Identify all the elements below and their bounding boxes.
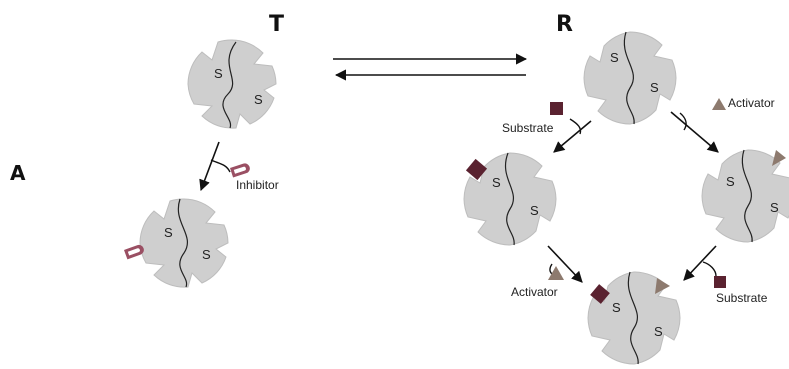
subunit-label: S xyxy=(530,203,539,218)
enzyme-r-activator: S S xyxy=(701,149,789,243)
bound-substrate xyxy=(465,158,488,181)
panel-label: A xyxy=(10,161,26,185)
enzyme-r-state: S S xyxy=(583,31,677,125)
activator-binding-arrow xyxy=(670,111,719,153)
bound-activator xyxy=(655,278,670,294)
inhibitor-label: Inhibitor xyxy=(236,178,279,192)
subunit-label: S xyxy=(610,50,619,65)
activator-label: Activator xyxy=(511,285,558,299)
substrate-label: Substrate xyxy=(502,121,554,135)
activator-ligand xyxy=(712,98,726,110)
substrate-binding-arrow-2 xyxy=(683,245,717,281)
enzyme-r-substrate-activator: S S xyxy=(587,271,681,365)
subunit-label: S xyxy=(726,174,735,189)
substrate-ligand xyxy=(714,276,726,288)
substrate-ligand xyxy=(550,102,563,115)
bound-activator xyxy=(772,150,786,166)
inhibitor-ligand xyxy=(230,163,250,178)
substrate-binding-arrow xyxy=(553,118,592,153)
substrate-label: Substrate xyxy=(716,291,768,305)
enzyme-inhibited: S S xyxy=(139,198,229,288)
tense-state-label: T xyxy=(269,12,284,37)
subunit-label: S xyxy=(650,80,659,95)
subunit-label: S xyxy=(202,247,211,262)
bound-inhibitor xyxy=(124,244,144,260)
subunit-label: S xyxy=(254,92,263,107)
activator-ligand xyxy=(548,266,564,280)
enzyme-t-state: S S xyxy=(187,39,277,129)
activator-label: Activator xyxy=(728,96,775,110)
equilibrium-arrows xyxy=(333,53,528,81)
enzyme-r-substrate: S S xyxy=(463,152,557,246)
relaxed-state-label: R xyxy=(556,12,573,37)
bound-substrate xyxy=(590,284,610,304)
inhibitor-binding-arrow xyxy=(199,141,231,192)
subunit-label: S xyxy=(612,300,621,315)
subunit-label: S xyxy=(164,225,173,240)
subunit-label: S xyxy=(770,200,779,215)
subunit-label: S xyxy=(492,175,501,190)
subunit-label: S xyxy=(654,324,663,339)
subunit-label: S xyxy=(214,66,223,81)
